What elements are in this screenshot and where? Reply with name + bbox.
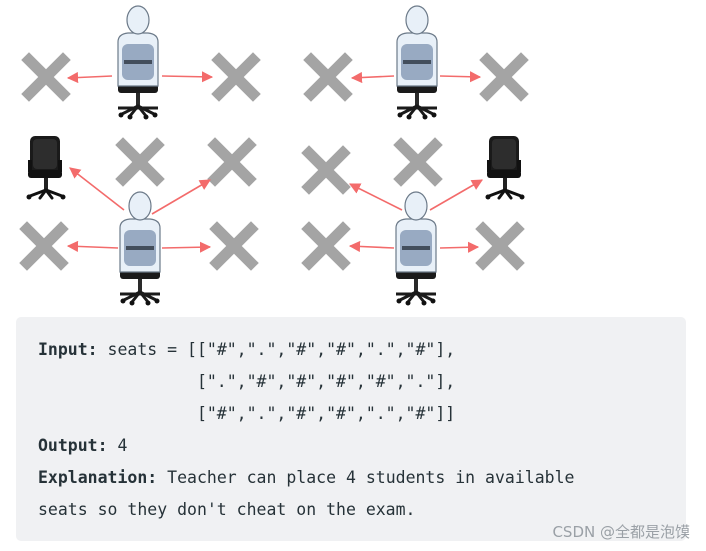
seating-illustration	[0, 4, 706, 307]
watermark: CSDN @全都是泡馍	[552, 523, 690, 541]
seated-student-icon	[118, 190, 162, 307]
input-line-2: [".","#","#","#","#","."],	[38, 372, 455, 392]
arrow	[439, 241, 480, 253]
example-code-block: Input: seats = [["#",".","#","#",".","#"…	[16, 317, 686, 541]
broken-seat-icon	[483, 229, 517, 263]
arrow	[348, 240, 395, 253]
left-seating-panel	[25, 4, 254, 307]
output-value: 4	[107, 436, 128, 455]
arrow	[66, 240, 119, 252]
explanation-line-2: seats so they don't cheat on the exam.	[38, 500, 416, 520]
seated-student-icon	[394, 190, 438, 307]
explanation-label: Explanation:	[38, 468, 158, 487]
empty-chair-icon	[25, 134, 67, 201]
output-label: Output:	[38, 436, 108, 455]
broken-seat-icon	[309, 229, 343, 263]
broken-seat-icon	[27, 229, 61, 263]
broken-seat-icon	[215, 145, 249, 179]
right-seating-panel	[309, 4, 526, 307]
arrow	[69, 167, 125, 211]
broken-seat-icon	[311, 60, 345, 94]
seated-student-icon	[395, 4, 439, 121]
output-line: Output: 4	[38, 436, 127, 456]
broken-seat-icon	[401, 145, 435, 179]
input-line-1: Input: seats = [["#",".","#","#",".","#"…	[38, 340, 455, 360]
arrow	[161, 241, 212, 253]
explanation-text-1: Teacher can place 4 students in availabl…	[157, 468, 575, 487]
input-value-line-2: [".","#","#","#","#","."],	[38, 372, 456, 391]
arrow	[439, 71, 482, 83]
broken-seat-icon	[29, 60, 63, 94]
broken-seat-icon	[123, 145, 157, 179]
explanation-text-2: seats so they don't cheat on the exam.	[38, 500, 416, 519]
arrow	[350, 71, 395, 84]
broken-seat-icon	[219, 60, 253, 94]
arrow	[429, 179, 483, 211]
explanation-line-1: Explanation: Teacher can place 4 student…	[38, 468, 574, 488]
input-line-3: ["#",".","#","#",".","#"]]	[38, 404, 455, 424]
broken-seat-icon	[217, 229, 251, 263]
seated-student-icon	[116, 4, 160, 121]
empty-chair-icon	[484, 134, 526, 201]
arrow	[151, 179, 211, 215]
broken-seat-icon	[309, 153, 343, 187]
broken-seat-icon	[487, 60, 521, 94]
arrow	[66, 71, 113, 84]
input-value-line-3: ["#",".","#","#",".","#"]]	[38, 404, 456, 423]
arrow	[348, 183, 403, 211]
arrow	[161, 71, 214, 83]
input-label: Input:	[38, 340, 98, 359]
input-value-line-1: seats = [["#",".","#","#",".","#"],	[97, 340, 456, 359]
